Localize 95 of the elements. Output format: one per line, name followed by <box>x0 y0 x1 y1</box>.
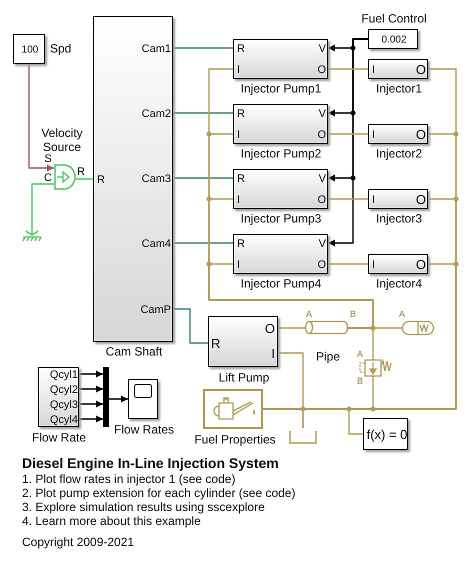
copyright-text: Copyright 2009-2021 <box>22 535 134 549</box>
instruction-text: 4. Learn more about this example <box>22 514 201 528</box>
port-label: I <box>237 64 240 76</box>
instruction-text: 3. Explore simulation results using sscexplore <box>22 500 265 514</box>
connector <box>173 112 233 114</box>
title: Diesel Engine In-Line Injection System <box>22 455 279 471</box>
port-label: Cam2 <box>142 108 171 120</box>
port-label: O <box>416 128 426 142</box>
block-label: Injector4 <box>376 277 422 291</box>
port-label: Qcyl3 <box>50 398 78 412</box>
block-label: Velocity Source <box>40 126 84 154</box>
port-label: V <box>318 238 326 250</box>
port-label: V <box>318 42 326 56</box>
block-label: Lift Pump <box>218 371 270 385</box>
valve-symbol <box>357 350 393 387</box>
port-label: O <box>317 128 326 142</box>
port-label: Cam1 <box>142 42 171 56</box>
block-label: Fuel Properties <box>194 433 276 447</box>
port-label: I <box>372 64 376 76</box>
port-label: CamP <box>140 304 171 316</box>
port-label: B <box>350 310 356 320</box>
port-label: R <box>97 174 105 186</box>
connector <box>79 386 103 392</box>
block-label: Injector2 <box>376 147 422 161</box>
port-label: O <box>416 258 426 272</box>
port-label: A <box>306 310 312 320</box>
port-label: Cam3 <box>142 172 171 186</box>
port-label: I <box>372 258 376 272</box>
connector <box>328 38 368 246</box>
block-label: Injector Pump4 <box>240 277 322 291</box>
block-label: Pipe <box>316 350 340 364</box>
block-label: Flow Rates <box>114 423 174 437</box>
block-label: Cam Shaft <box>106 345 162 359</box>
port-label: R <box>237 42 245 56</box>
block-label: Spd <box>50 42 72 56</box>
port-label: O <box>317 258 326 272</box>
connector <box>328 133 368 135</box>
port-label: Qcyl1 <box>50 368 78 382</box>
solver-block <box>363 418 408 450</box>
port-label: I <box>237 258 240 272</box>
connector <box>278 327 305 329</box>
connector <box>173 177 233 179</box>
block-label: Fuel Control <box>361 12 427 26</box>
port-label: C <box>44 172 52 184</box>
block-label: Flow Rate <box>32 431 86 445</box>
value-text: 0.002 <box>381 34 407 46</box>
port-label: S <box>44 152 52 166</box>
port-label: A <box>357 350 363 360</box>
ground-symbol <box>22 228 42 244</box>
instruction-text: 2. Plot pump extension for each cylinder (see code) <box>22 486 296 500</box>
port-label: O <box>317 194 326 206</box>
tank-symbol <box>289 428 317 444</box>
port-label: A <box>399 310 405 320</box>
connector <box>109 396 128 402</box>
port-label: R <box>237 172 245 186</box>
port-label: I <box>237 128 240 142</box>
port-label: R <box>211 336 220 352</box>
block-label: Injector Pump3 <box>240 212 322 226</box>
port-label: Qcyl2 <box>50 384 78 396</box>
instruction-text: 1. Plot flow rates in injector 1 (see code) <box>22 472 236 486</box>
connector <box>173 242 233 244</box>
connector <box>79 400 103 408</box>
block-label: Injector3 <box>376 212 422 226</box>
port-label: I <box>372 194 376 206</box>
connector <box>328 68 368 70</box>
port-label: I <box>372 128 376 142</box>
port-label: Qcyl4 <box>50 414 78 426</box>
port-label: R <box>77 166 85 178</box>
port-label: O <box>416 192 426 208</box>
connector <box>173 308 208 344</box>
connector <box>79 416 103 422</box>
connector <box>328 198 368 200</box>
mux-bar <box>103 367 109 427</box>
port-label: Cam4 <box>142 238 171 250</box>
port-label: I <box>271 346 275 362</box>
connector <box>76 178 93 180</box>
connector <box>173 47 233 49</box>
port-label: V <box>318 108 326 120</box>
value-text: 100 <box>22 44 38 56</box>
block-label: Injector Pump1 <box>240 82 322 96</box>
port-label: O <box>264 322 275 336</box>
block-label: Injector Pump2 <box>240 147 322 161</box>
port-label: R <box>237 238 245 250</box>
connector <box>28 64 54 172</box>
port-label: I <box>237 194 240 206</box>
port-label: O <box>416 62 426 78</box>
connector <box>79 370 103 378</box>
port-label: O <box>317 64 326 76</box>
port-label: B <box>357 377 363 387</box>
port-label: R <box>237 108 245 120</box>
connector <box>328 263 368 265</box>
block-label: Injector1 <box>376 82 422 96</box>
value-text: f(x) = 0 <box>366 428 408 442</box>
port-label: V <box>318 172 326 186</box>
connector <box>31 183 54 228</box>
